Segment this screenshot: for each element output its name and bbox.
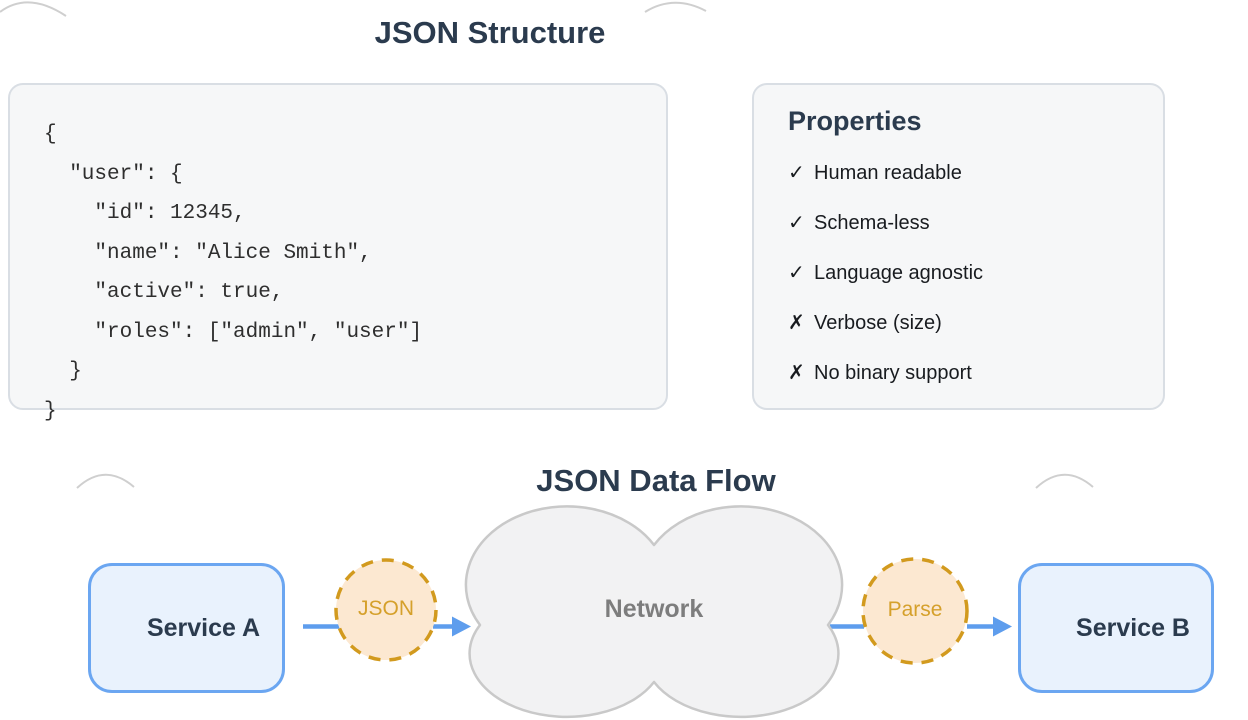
- json-badge-circle: [334, 558, 438, 662]
- cropped-cloud-arc-top-center: [644, 1, 707, 13]
- check-icon: ✓: [788, 212, 805, 234]
- property-label: Verbose (size): [814, 312, 942, 334]
- properties-list: ✓ Human readable ✓ Schema-less ✓ Languag…: [788, 161, 1163, 385]
- cross-icon: ✗: [788, 362, 805, 384]
- flow-diagram-shapes: [303, 505, 1012, 719]
- service-a-label: Service A: [146, 613, 261, 642]
- cropped-cloud-arc-mid-right: [1035, 473, 1094, 489]
- check-icon: ✓: [788, 162, 805, 184]
- property-item: ✓ Human readable: [788, 161, 1163, 185]
- service-b-node: Service B: [1018, 563, 1214, 693]
- network-cloud-label: Network: [604, 595, 704, 623]
- arrowhead-into-network: [452, 616, 471, 637]
- flow-section-title: JSON Data Flow: [536, 463, 776, 498]
- arrowhead-into-service-b: [993, 616, 1012, 637]
- property-item: ✗ Verbose (size): [788, 311, 1163, 335]
- service-b-label: Service B: [1076, 613, 1190, 642]
- property-label: Schema-less: [814, 212, 930, 234]
- check-icon: ✓: [788, 262, 805, 284]
- property-label: Human readable: [814, 162, 962, 184]
- properties-panel: Properties ✓ Human readable ✓ Schema-les…: [752, 83, 1165, 410]
- json-badge-label: JSON: [357, 597, 414, 620]
- structure-section-title: JSON Structure: [374, 15, 606, 50]
- property-label: Language agnostic: [814, 262, 984, 284]
- cross-icon: ✗: [788, 312, 805, 334]
- network-cloud-shape: [464, 505, 844, 719]
- parse-badge-circle: [861, 557, 969, 665]
- property-item: ✓ Language agnostic: [788, 261, 1163, 285]
- property-item: ✓ Schema-less: [788, 211, 1163, 235]
- cropped-cloud-arc-mid-left: [76, 473, 135, 489]
- json-code-sample: { "user": { "id": 12345, "name": "Alice …: [44, 123, 423, 423]
- properties-heading: Properties: [788, 106, 922, 136]
- json-code-panel: { "user": { "id": 12345, "name": "Alice …: [8, 83, 668, 423]
- property-label: No binary support: [814, 362, 972, 384]
- service-a-node: Service A: [88, 563, 285, 693]
- property-item: ✗ No binary support: [788, 361, 1163, 385]
- parse-badge-label: Parse: [887, 598, 943, 621]
- cropped-cloud-arc-top-left: [0, 1, 67, 17]
